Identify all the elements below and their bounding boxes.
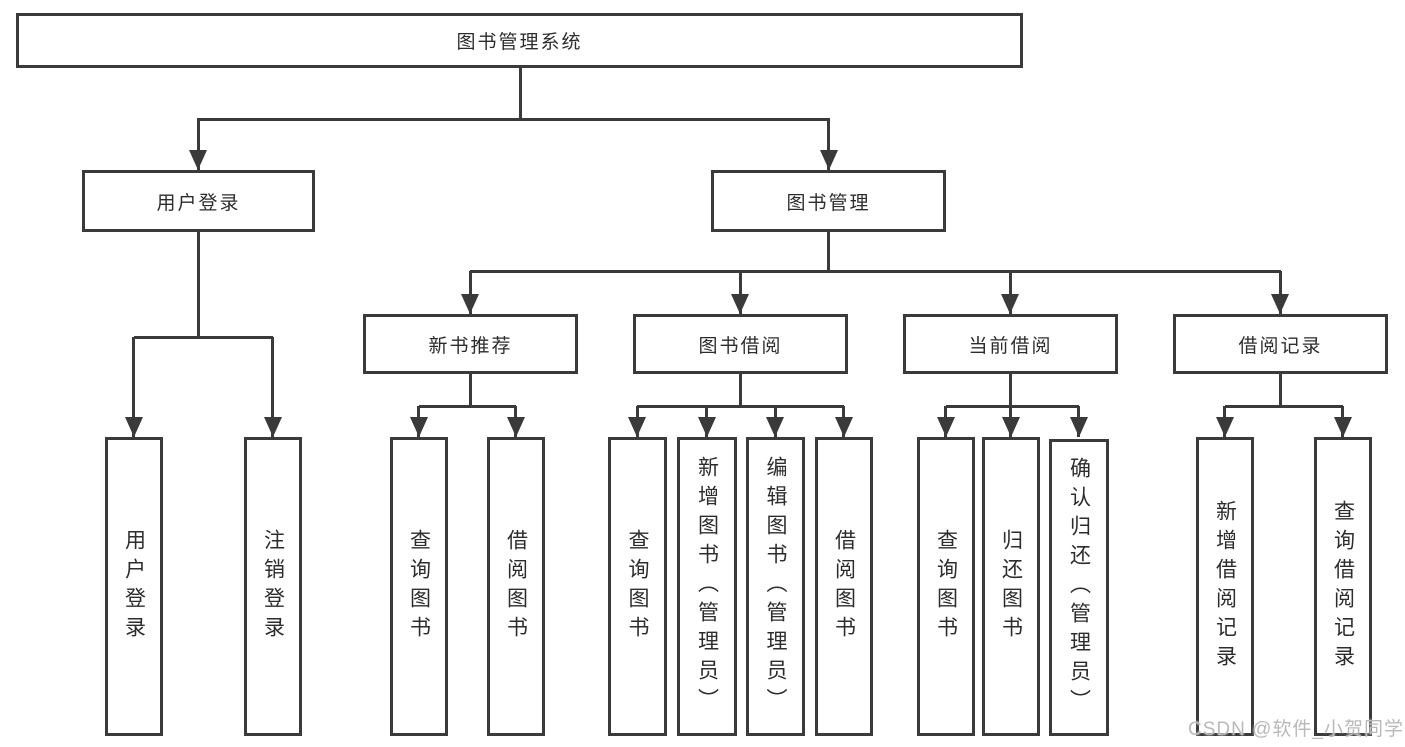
connector-user-rail [134, 336, 273, 339]
arrowhead-br-add [1216, 417, 1234, 437]
connector-root-rail [197, 118, 830, 121]
node-new-book: 新书推荐 [363, 314, 578, 374]
node-borrow-record: 借阅记录 [1173, 314, 1388, 374]
arrowhead-leaf-logout [264, 417, 282, 437]
connector-record-stem [1279, 374, 1282, 406]
arrowhead-new-book [461, 294, 479, 314]
arrowhead-cb-return [1002, 417, 1020, 437]
connector-drop-user-login [197, 119, 200, 170]
connector-bookborrow-rail [637, 405, 844, 408]
connector-record-rail [1225, 405, 1343, 408]
leaf-return-book: 归还图书 [982, 437, 1040, 736]
leaf-confirm-return-admin-label: 确认归还（管理员） [1067, 457, 1091, 718]
connector-drop-leaf-user-login [132, 337, 135, 437]
leaf-add-book-admin-label: 新增图书（管理员） [695, 456, 719, 717]
leaf-return-book-label: 归还图书 [999, 528, 1023, 645]
leaf-confirm-return-admin: 确认归还（管理员） [1049, 439, 1109, 736]
connector-root-stem [519, 68, 522, 119]
leaf-query-book-1-label: 查询图书 [407, 528, 431, 645]
node-new-book-label: 新书推荐 [428, 335, 513, 357]
leaf-user-login: 用户登录 [105, 437, 163, 736]
connector-user-stem [197, 232, 200, 337]
leaf-add-borrow-record: 新增借阅记录 [1196, 437, 1254, 736]
leaf-borrow-book-1-label: 借阅图书 [504, 528, 528, 645]
arrowhead-bb-add [698, 417, 716, 437]
connector-bookborrow-stem [739, 374, 742, 406]
connector-drop-book-borrow [739, 271, 742, 314]
connector-current-stem [1009, 374, 1012, 406]
node-book-borrow-label: 图书借阅 [698, 335, 783, 357]
leaf-edit-book-admin: 编辑图书（管理员） [746, 437, 805, 736]
connector-bookmgmt-stem [827, 232, 830, 271]
node-book-borrow: 图书借阅 [633, 314, 848, 374]
leaf-logout: 注销登录 [244, 437, 302, 736]
arrowhead-cb-query [937, 417, 955, 437]
arrowhead-nb-borrow [507, 417, 525, 437]
leaf-query-book-3: 查询图书 [917, 437, 975, 736]
connector-drop-current-borrow [1009, 271, 1012, 314]
leaf-borrow-book-2-label: 借阅图书 [832, 528, 856, 645]
csdn-watermark: CSDN @软件_小贺同学 [1188, 719, 1404, 740]
arrowhead-book-borrow [731, 294, 749, 314]
arrowhead-current-borrow [1001, 294, 1019, 314]
leaf-borrow-book-2: 借阅图书 [815, 437, 873, 736]
node-user-login-label: 用户登录 [156, 192, 241, 214]
node-book-mgmt-label: 图书管理 [786, 192, 871, 214]
leaf-user-login-label: 用户登录 [122, 528, 146, 645]
leaf-add-book-admin: 新增图书（管理员） [677, 437, 737, 736]
arrowhead-book-mgmt [820, 150, 838, 170]
connector-drop-book-mgmt [827, 119, 830, 170]
leaf-query-book-2-label: 查询图书 [626, 528, 649, 645]
connector-bookmgmt-rail [470, 270, 1281, 273]
node-user-login: 用户登录 [82, 170, 315, 232]
node-root: 图书管理系统 [16, 13, 1023, 68]
connector-drop-new-book [469, 271, 472, 314]
connector-newbook-rail [419, 405, 516, 408]
leaf-query-borrow-record-label: 查询借阅记录 [1331, 499, 1355, 674]
arrowhead-leaf-user-login [125, 417, 143, 437]
connector-current-rail [946, 405, 1079, 408]
arrowhead-br-query [1334, 417, 1352, 437]
leaf-query-book-2: 查询图书 [608, 437, 667, 736]
leaf-add-borrow-record-label: 新增借阅记录 [1213, 499, 1237, 674]
arrowhead-cb-confirm [1070, 417, 1088, 437]
connector-drop-leaf-logout [271, 337, 274, 437]
leaf-query-book-3-label: 查询图书 [934, 528, 958, 645]
arrowhead-bb-edit [766, 417, 784, 437]
leaf-query-borrow-record: 查询借阅记录 [1314, 437, 1372, 736]
arrowhead-user-login [189, 150, 207, 170]
leaf-query-book-1: 查询图书 [390, 437, 448, 736]
arrowhead-nb-query [410, 417, 428, 437]
leaf-logout-label: 注销登录 [261, 528, 285, 645]
arrowhead-bb-query [628, 417, 646, 437]
node-current-borrow-label: 当前借阅 [968, 335, 1053, 357]
node-book-mgmt: 图书管理 [711, 170, 946, 232]
leaf-borrow-book-1: 借阅图书 [487, 437, 545, 736]
arrowhead-bb-borrow [835, 417, 853, 437]
node-root-label: 图书管理系统 [456, 32, 583, 53]
arrowhead-borrow-record [1271, 294, 1289, 314]
connector-drop-borrow-record [1279, 271, 1282, 314]
node-borrow-record-label: 借阅记录 [1238, 335, 1323, 357]
connector-newbook-stem [469, 374, 472, 406]
leaf-edit-book-admin-label: 编辑图书（管理员） [764, 456, 787, 717]
node-current-borrow: 当前借阅 [903, 314, 1118, 374]
